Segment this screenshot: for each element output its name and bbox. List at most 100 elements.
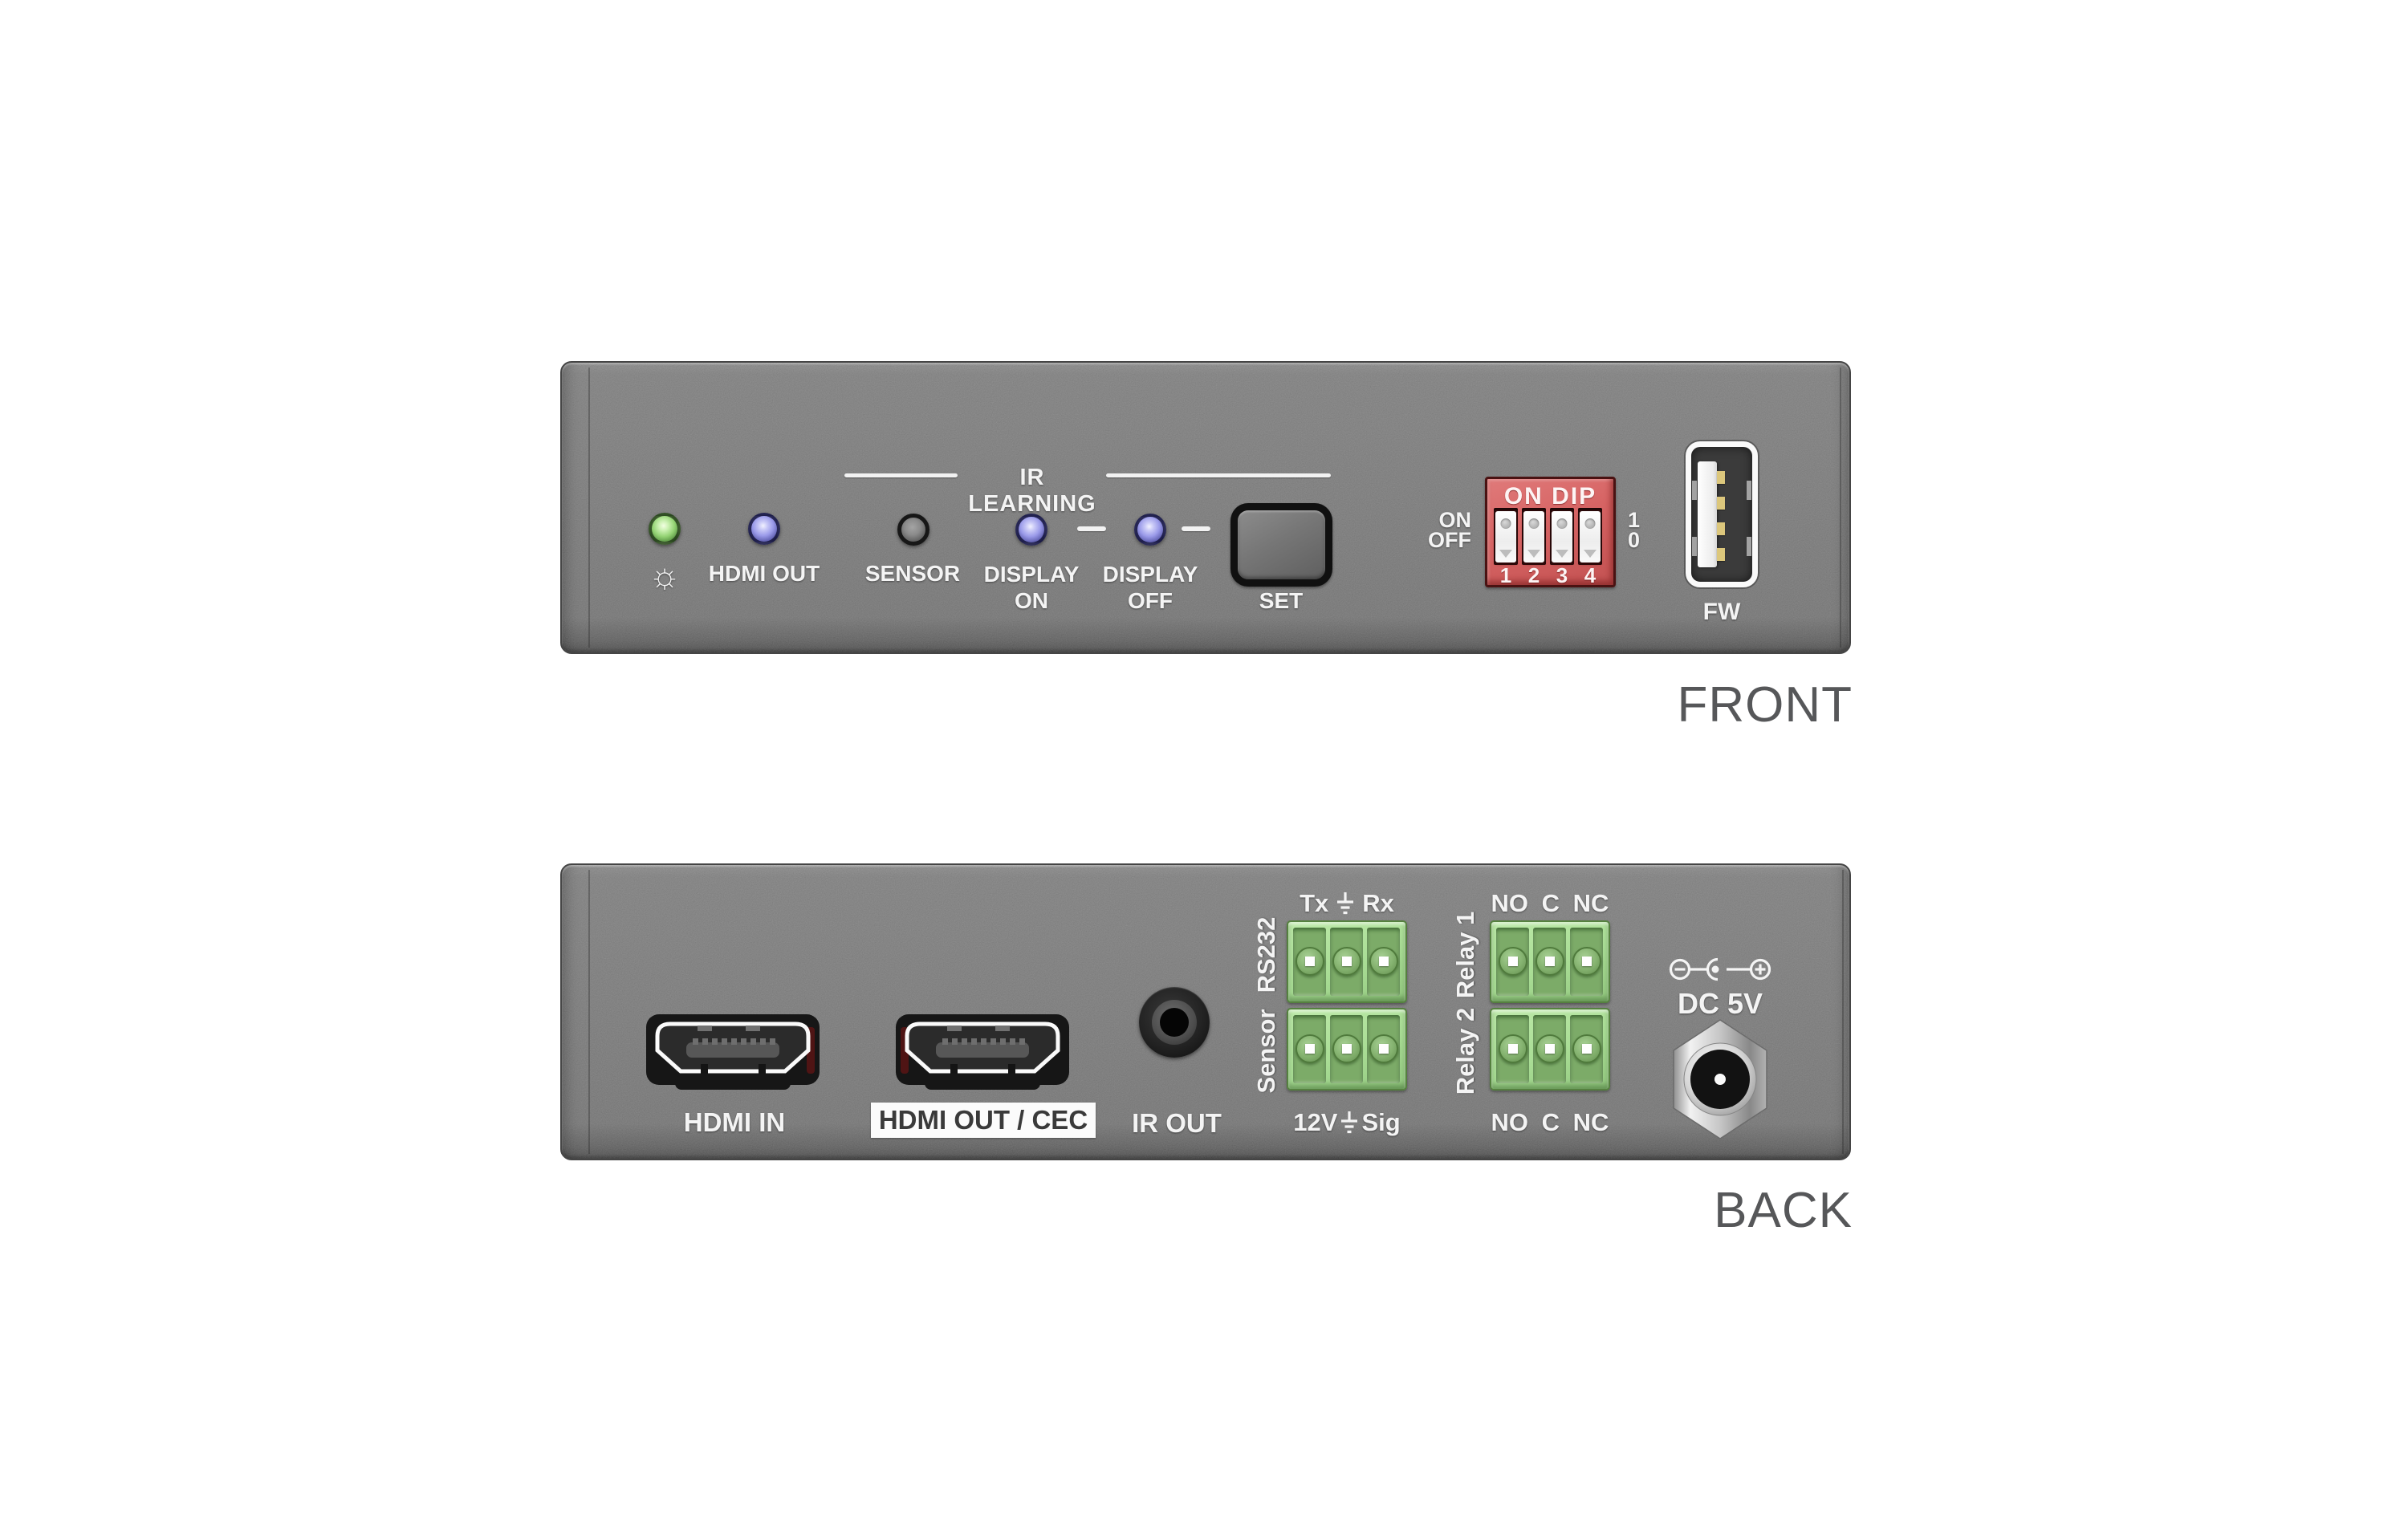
screw-slot	[1378, 957, 1389, 966]
hdmi-out-led-label: HDMI OUT	[708, 561, 820, 586]
screw-slot	[1341, 1044, 1352, 1054]
dc-5v-label: DC 5V	[1677, 987, 1763, 1020]
terminal-well	[1367, 928, 1400, 996]
ir-sensor-window	[897, 514, 929, 546]
usb-spring-tab	[1692, 537, 1697, 556]
dip-switch-dot	[1500, 518, 1511, 529]
set-button[interactable]	[1230, 503, 1332, 587]
usb-contact	[1717, 522, 1725, 535]
terminal-well	[1533, 1015, 1566, 1083]
relay1-pinout-label: NO C NC	[1491, 889, 1609, 917]
tx-label: Tx	[1300, 889, 1329, 917]
dip-scale-0: 0	[1628, 528, 1641, 552]
dip-switch-block: ON DIP 1 2 3 4	[1485, 477, 1616, 587]
dip-switch-1[interactable]	[1495, 511, 1516, 563]
hdmi-in-port[interactable]	[646, 1014, 820, 1093]
terminal-well	[1496, 1015, 1529, 1083]
rs232-connector[interactable]	[1287, 920, 1407, 1003]
usb-contact	[1717, 471, 1725, 484]
panel-fold-line	[1842, 870, 1844, 1154]
usb-fw-port[interactable]	[1686, 441, 1758, 587]
rs232-sensor-terminal	[1287, 920, 1407, 1091]
terminal-screw	[1498, 1034, 1527, 1063]
dip-on-off-scale: ON OFF	[1399, 508, 1472, 551]
ir-learning-title: IR LEARNING	[968, 465, 1096, 518]
back-panel: HDMI IN HDMI OUT / CEC	[560, 863, 1851, 1160]
terminal-screw	[1369, 947, 1398, 976]
hdmi-out-cec-port[interactable]	[896, 1014, 1069, 1093]
panel-fold-line	[588, 870, 590, 1154]
ir-out-jack-ring	[1152, 1000, 1197, 1045]
dip-number-2: 2	[1527, 563, 1540, 587]
sensor-label: SENSOR	[864, 561, 961, 586]
screw-slot	[1304, 1044, 1315, 1054]
usb-contact	[1717, 548, 1725, 561]
terminal-well	[1330, 928, 1363, 996]
display-on-line1: DISPLAY	[983, 562, 1080, 587]
usb-contact	[1717, 497, 1725, 510]
terminal-well	[1496, 928, 1529, 996]
separator-dash	[1182, 526, 1210, 531]
relay2-pinout-label: NO C NC	[1491, 1108, 1609, 1136]
relay2-connector[interactable]	[1490, 1008, 1610, 1091]
dip-switch-2[interactable]	[1523, 511, 1544, 563]
hdmi-out-cec-label: HDMI OUT / CEC	[878, 1105, 1088, 1135]
dip-number-1: 1	[1499, 563, 1512, 587]
terminal-screw	[1535, 1034, 1564, 1063]
usb-tongue	[1698, 461, 1717, 567]
terminal-well	[1570, 928, 1603, 996]
dc-power-jack[interactable]	[1667, 1018, 1773, 1140]
front-caption: FRONT	[1677, 677, 1853, 733]
terminal-screw	[1295, 1034, 1324, 1063]
sig-label: Sig	[1361, 1108, 1401, 1136]
ir-learning-right-rule	[1106, 473, 1331, 477]
screw-slot	[1304, 957, 1315, 966]
terminal-screw	[1295, 947, 1324, 976]
panel-fold-line	[588, 368, 590, 648]
hdmi-out-cec-label-box: HDMI OUT / CEC	[871, 1103, 1096, 1138]
terminal-well	[1293, 1015, 1326, 1083]
sensor-connector[interactable]	[1287, 1008, 1407, 1091]
dip-number-3: 3	[1556, 563, 1568, 587]
screw-slot	[1544, 957, 1555, 966]
terminal-well	[1570, 1015, 1603, 1083]
usb-spring-tab	[1692, 481, 1697, 500]
screw-slot	[1507, 957, 1518, 966]
terminal-well	[1293, 928, 1326, 996]
usb-spring-tab	[1747, 481, 1751, 500]
terminal-screw	[1332, 1034, 1361, 1063]
dip-slot-2	[1522, 508, 1546, 565]
display-off-led	[1134, 514, 1166, 546]
ir-out-jack[interactable]	[1139, 987, 1210, 1058]
12v-label: 12V	[1293, 1108, 1338, 1136]
hdmi-in-label: HDMI IN	[683, 1107, 786, 1137]
dip-number-4: 4	[1584, 563, 1597, 587]
dip-switch-4[interactable]	[1580, 511, 1601, 563]
display-on-line2: ON	[1015, 588, 1048, 613]
ir-out-label: IR OUT	[1132, 1108, 1222, 1138]
screw-slot	[1581, 1044, 1592, 1054]
display-off-label: DISPLAY OFF	[1092, 561, 1209, 614]
rs232-side-label: RS232	[1252, 916, 1280, 993]
rs232-pinout-label: Tx Rx	[1283, 889, 1411, 918]
dip-scale-on: ON	[1438, 508, 1472, 532]
set-button-label: SET	[1259, 588, 1304, 613]
separator-dash	[1077, 526, 1106, 531]
sensor-pinout-label: 12V Sig	[1283, 1108, 1411, 1137]
dip-switch-3[interactable]	[1552, 511, 1572, 563]
ir-out-jack-hole	[1160, 1008, 1189, 1037]
terminal-screw	[1535, 947, 1564, 976]
dip-switch-notch	[1499, 550, 1512, 558]
set-button-cap	[1238, 510, 1325, 579]
power-led	[649, 513, 681, 545]
screw-slot	[1378, 1044, 1389, 1054]
display-on-led	[1015, 514, 1047, 546]
rx-label: Rx	[1362, 889, 1394, 917]
display-off-line1: DISPLAY	[1102, 562, 1198, 587]
dip-switch-notch	[1556, 550, 1568, 558]
dip-switch-dot	[1584, 518, 1596, 529]
display-off-line2: OFF	[1128, 588, 1173, 613]
relay1-connector[interactable]	[1490, 920, 1610, 1003]
relay2-side-label: Relay 2	[1451, 1007, 1479, 1095]
